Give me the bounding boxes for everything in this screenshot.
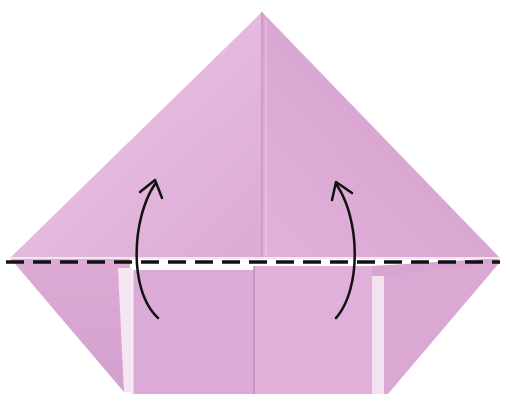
lower-right-square [254,266,372,394]
lower-right-flap-edge [372,276,384,394]
lower-left-square [132,270,254,394]
